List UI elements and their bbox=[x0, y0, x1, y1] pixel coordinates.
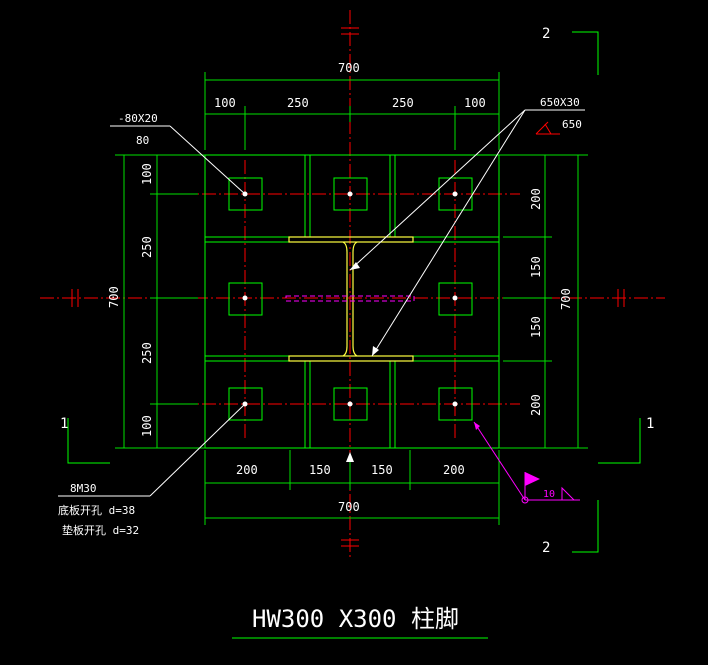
weld-size-label: 10 bbox=[543, 489, 555, 500]
bottom-overall-dim: 700 bbox=[338, 500, 360, 514]
plate-weld-symbol bbox=[535, 121, 560, 135]
section-mark-top-right: 2 bbox=[542, 26, 550, 42]
bolt-label-line2: 底板开孔 d=38 bbox=[58, 503, 135, 517]
left-dim-3: 250 bbox=[140, 342, 154, 364]
right-dim-2: 150 bbox=[529, 256, 543, 278]
bottom-dim-2: 150 bbox=[309, 463, 331, 477]
bolt-label-line1: 8M30 bbox=[70, 482, 97, 495]
bottom-dimensions bbox=[204, 450, 500, 525]
top-dim-4: 100 bbox=[464, 96, 486, 110]
bolt-washers bbox=[228, 177, 473, 421]
section-mark-bottom-right: 2 bbox=[542, 540, 550, 556]
top-dimensions bbox=[204, 72, 500, 150]
h-column-section bbox=[285, 236, 415, 362]
top-overall-dim: 700 bbox=[338, 61, 360, 75]
left-dim-4: 100 bbox=[140, 415, 154, 437]
section-marks bbox=[67, 31, 641, 553]
top-dim-1: 100 bbox=[214, 96, 236, 110]
right-dim-1: 200 bbox=[529, 188, 543, 210]
left-dimensions bbox=[115, 154, 205, 449]
right-overall-dim: 700 bbox=[559, 288, 573, 310]
weld-symbol bbox=[473, 421, 580, 504]
plate-label-line2: 650 bbox=[562, 118, 582, 131]
leaders bbox=[58, 109, 585, 497]
top-dim-2: 250 bbox=[287, 96, 309, 110]
bottom-dim-4: 200 bbox=[443, 463, 465, 477]
right-dim-4: 200 bbox=[529, 394, 543, 416]
section-mark-left: 1 bbox=[60, 416, 68, 432]
bolt-label-line3: 垫板开孔 d=32 bbox=[62, 523, 139, 537]
top-dim-3: 250 bbox=[392, 96, 414, 110]
right-dim-3: 150 bbox=[529, 316, 543, 338]
left-dim-2: 250 bbox=[140, 236, 154, 258]
left-dim-1: 100 bbox=[140, 163, 154, 185]
left-overall-dim: 700 bbox=[107, 286, 121, 308]
drawing-title: HW300 X300 柱脚 bbox=[252, 605, 459, 633]
right-dimensions bbox=[499, 154, 588, 449]
section-mark-right: 1 bbox=[646, 416, 654, 432]
rib-label-line1: -80X20 bbox=[118, 112, 158, 125]
plate-label-line1: 650X30 bbox=[540, 96, 580, 109]
rib-label-line2: 80 bbox=[136, 134, 149, 147]
bottom-dim-1: 200 bbox=[236, 463, 258, 477]
bottom-dim-3: 150 bbox=[371, 463, 393, 477]
